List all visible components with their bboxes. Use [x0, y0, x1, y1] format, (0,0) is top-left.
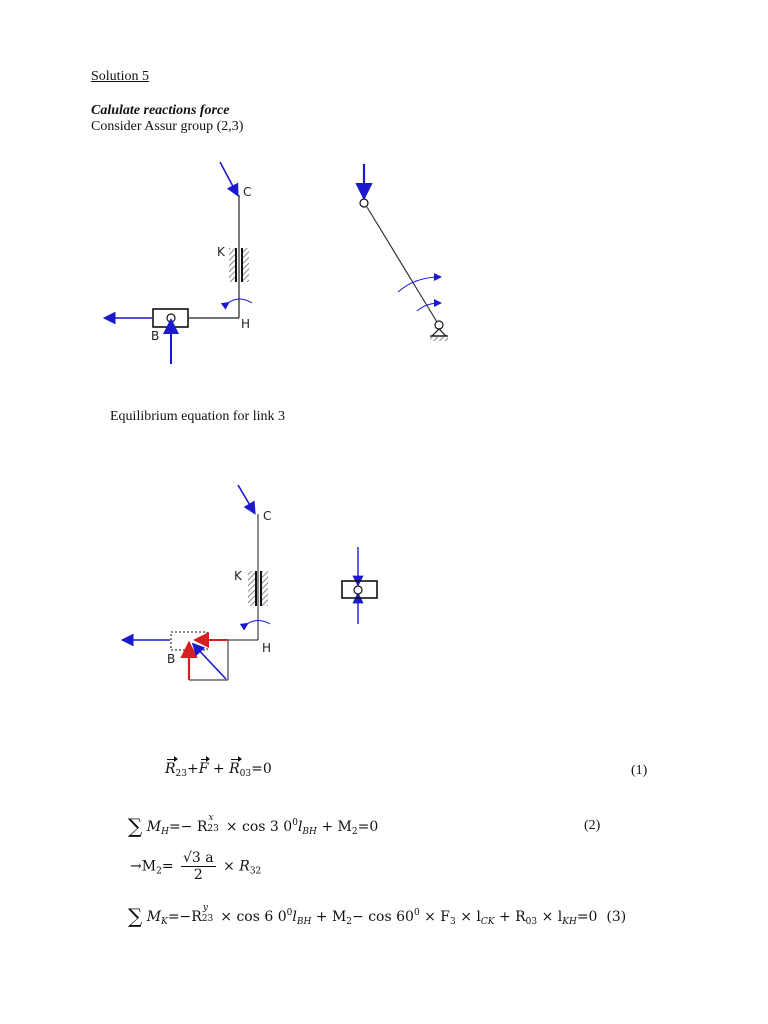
figure-link3: C K H B [120, 484, 271, 681]
label-k: K [217, 245, 226, 259]
label-c: C [263, 509, 271, 523]
label-k: K [234, 569, 243, 583]
equation-1-number: (1) [631, 763, 648, 778]
label-h: H [241, 317, 250, 331]
heading: Solution 5 [91, 69, 149, 84]
figure-crank [355, 164, 448, 341]
equation-2-number: (2) [584, 818, 601, 833]
equation-3-number: (3) [606, 909, 627, 925]
figure-slider [341, 547, 378, 624]
figure-assur-group: C K H B [102, 161, 253, 364]
equation-1: R23+F + R03=0 [165, 756, 272, 779]
label-h: H [262, 641, 271, 655]
label-c: C [243, 185, 251, 199]
section-title: Calulate reactions force [91, 103, 230, 118]
subheading: Equilibrium equation for link 3 [110, 409, 285, 424]
moment-arrow-h [220, 298, 253, 310]
label-b: B [151, 329, 159, 343]
force-arrow-c [219, 161, 239, 197]
intro-text: Consider Assur group (2,3) [91, 119, 244, 134]
label-b: B [167, 652, 175, 666]
